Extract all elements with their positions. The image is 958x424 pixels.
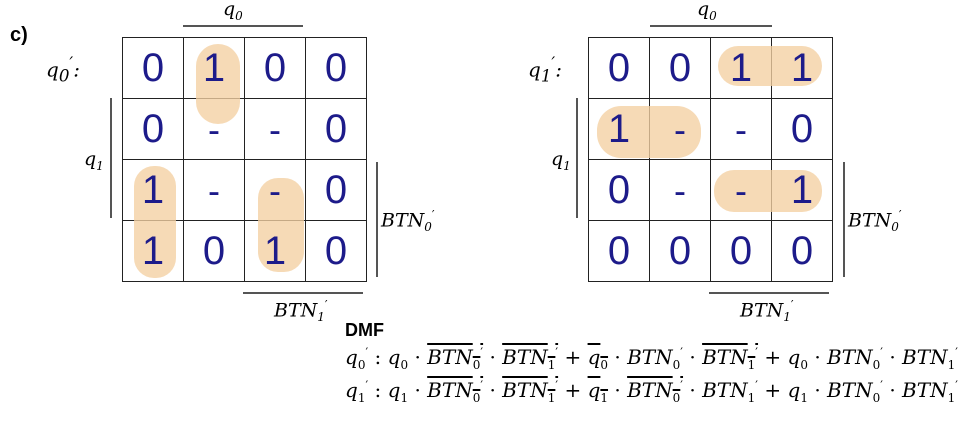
left-map-left-bar [110, 98, 112, 218]
right-cell-r2c1: - [649, 159, 711, 221]
left-cell-r0c0: 0 [122, 37, 184, 99]
right-kmap-grid: 0 0 1 1 1 - - 0 0 - - 1 0 0 0 0 [588, 37, 833, 282]
left-cell-r0c3: 0 [305, 37, 367, 99]
left-cell-r1c2: - [244, 98, 306, 160]
right-map-bottom-label: BTN1′ [740, 298, 794, 325]
left-cell-r2c3: 0 [305, 159, 367, 221]
right-map-top-bar [650, 25, 772, 27]
right-cell-r3c3: 0 [771, 220, 833, 282]
left-cell-r3c1: 0 [183, 220, 245, 282]
right-cell-r3c2: 0 [710, 220, 772, 282]
right-map-left-label: q1 [551, 148, 571, 173]
left-map-group-1 [196, 44, 240, 124]
right-cell-r3c1: 0 [649, 220, 711, 282]
part-label: c) [10, 24, 28, 46]
right-cell-r1c3: 0 [771, 98, 833, 160]
left-map-top-bar [183, 25, 303, 27]
right-cell-r1c2: - [710, 98, 772, 160]
left-map-right-bar [376, 162, 378, 277]
left-cell-r1c3: 0 [305, 98, 367, 160]
left-map-bottom-bar [243, 292, 363, 294]
right-map-group-1 [718, 46, 822, 86]
right-map-right-label: BTN0′ [848, 208, 902, 235]
right-cell-r0c1: 0 [649, 37, 711, 99]
left-map-top-label: q0 [223, 0, 243, 23]
left-cell-r0c2: 0 [244, 37, 306, 99]
right-map-group-2 [597, 106, 701, 158]
right-map-left-bar [576, 98, 578, 218]
left-map-name: q0′: [46, 54, 80, 86]
left-map-group-3 [258, 178, 304, 272]
left-map-group-2 [134, 166, 176, 278]
left-map-bottom-label: BTN1′ [274, 298, 328, 325]
right-map-top-label: q0 [697, 0, 717, 23]
left-cell-r3c3: 0 [305, 220, 367, 282]
right-cell-r0c0: 0 [588, 37, 650, 99]
right-cell-r3c0: 0 [588, 220, 650, 282]
right-map-group-3 [714, 170, 822, 212]
dmf-equation-q0: q0′ : q0 · BTN0′ · BTN1′ + q0 · BTN0′ · … [345, 345, 958, 372]
dmf-equation-q1: q1′ : q1 · BTN0′ · BTN1′ + q1 · BTN0′ · … [345, 378, 958, 405]
left-map-left-label: q1 [84, 148, 104, 173]
left-kmap-grid: 0 1 0 0 0 - - 0 1 - - 0 1 0 1 0 [122, 37, 367, 282]
left-map-right-label: BTN0′ [381, 208, 435, 235]
right-cell-r2c0: 0 [588, 159, 650, 221]
right-map-right-bar [843, 162, 845, 277]
dmf-title: DMF [345, 320, 384, 340]
right-map-name: q1′: [528, 54, 562, 86]
right-map-bottom-bar [709, 292, 829, 294]
left-cell-r2c1: - [183, 159, 245, 221]
left-cell-r1c0: 0 [122, 98, 184, 160]
